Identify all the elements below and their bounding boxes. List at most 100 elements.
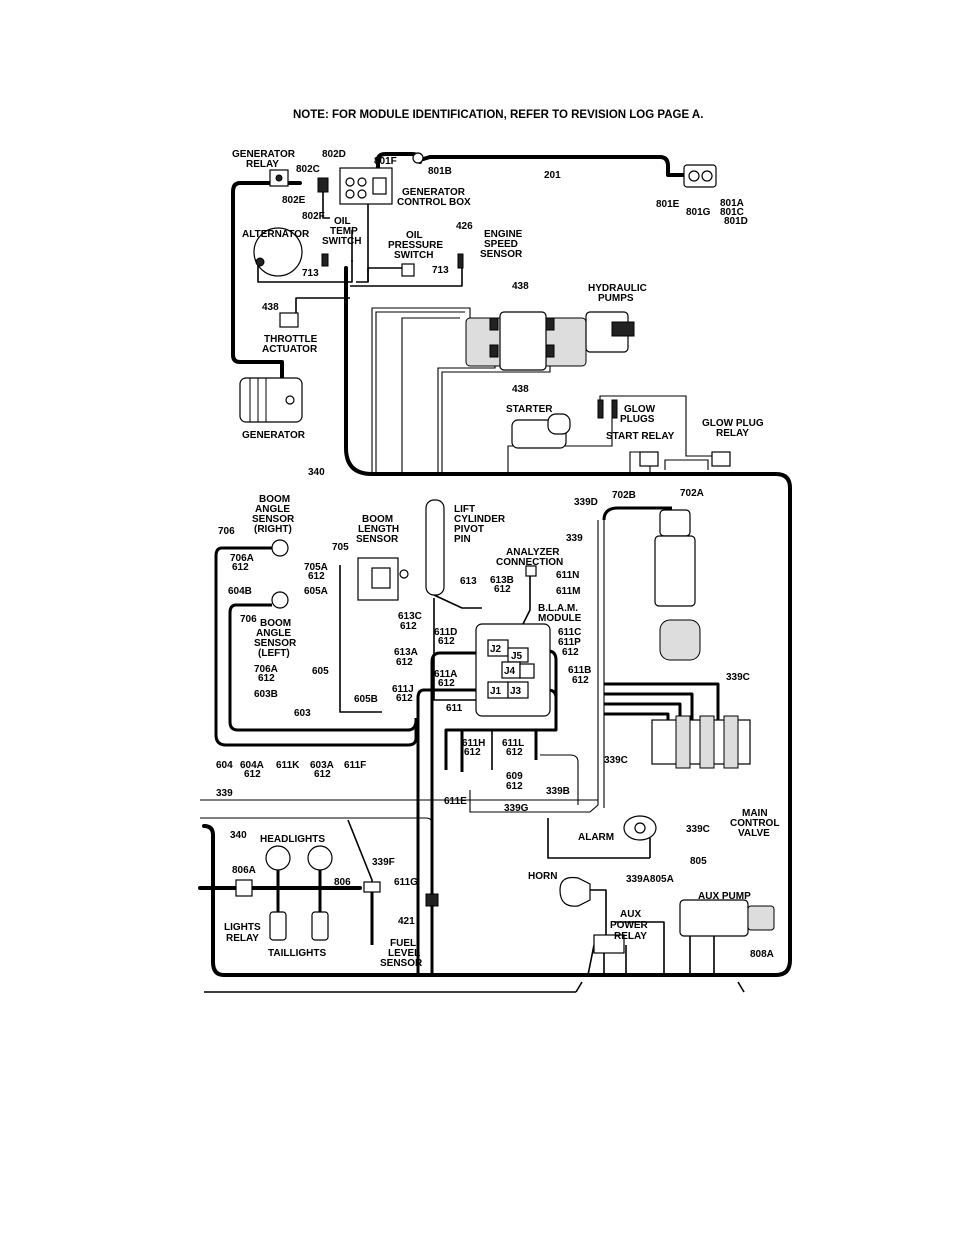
label-802d: 802D bbox=[322, 149, 346, 160]
label-glow-relay-1: GLOW PLUG bbox=[702, 418, 764, 429]
label-612-j: 612 bbox=[438, 678, 455, 689]
lights-relay-shape bbox=[235, 879, 253, 897]
label-806: 806 bbox=[334, 877, 351, 888]
label-boom-angle-right-4: (RIGHT) bbox=[254, 524, 292, 535]
harness-generator-feed bbox=[231, 181, 302, 392]
label-612-a: 612 bbox=[232, 562, 249, 573]
label-706A: 706A bbox=[230, 553, 254, 564]
label-611p: 611P bbox=[558, 637, 581, 648]
label-engine-speed-3: SENSOR bbox=[480, 249, 523, 260]
label-blam-1: B.L.A.M. bbox=[538, 603, 578, 614]
label-801g: 801G bbox=[686, 207, 711, 218]
label-headlights: HEADLIGHTS bbox=[260, 834, 325, 845]
connector-421 bbox=[425, 893, 439, 907]
boom-length-sensor-inner bbox=[371, 567, 391, 589]
label-612-g: 612 bbox=[396, 657, 413, 668]
label-603a: 603A bbox=[310, 760, 334, 771]
label-339-a: 339 bbox=[566, 533, 583, 544]
label-801f: 801F bbox=[374, 156, 397, 167]
label-start-relay: START RELAY bbox=[606, 431, 675, 442]
label-j4: J4 bbox=[504, 666, 516, 677]
label-438-a: 438 bbox=[512, 281, 529, 292]
label-612-f: 612 bbox=[562, 647, 579, 658]
engine-speed-sensor-shape bbox=[457, 253, 464, 269]
label-612-c: 612 bbox=[494, 584, 511, 595]
label-boom-angle-left-4: (LEFT) bbox=[258, 648, 290, 659]
label-801c: 801C bbox=[720, 207, 744, 218]
label-340-a: 340 bbox=[308, 467, 325, 478]
control-box-socket-c bbox=[345, 189, 355, 199]
label-main-valve-3: VALVE bbox=[738, 828, 770, 839]
label-808a: 808A bbox=[750, 949, 774, 960]
label-611a: 611A bbox=[434, 669, 457, 680]
aux-power-relay-shape bbox=[593, 934, 625, 954]
label-705: 705 bbox=[332, 542, 349, 553]
label-analyzer-1: ANALYZER bbox=[506, 547, 560, 558]
label-611g: 611G bbox=[394, 877, 418, 888]
label-806a: 806A bbox=[232, 865, 256, 876]
label-j1: J1 bbox=[490, 686, 502, 697]
actuator-702a-body bbox=[654, 535, 696, 607]
label-706-b: 706 bbox=[240, 614, 257, 625]
label-612-o: 612 bbox=[314, 769, 331, 780]
frame-bottom-tick2 bbox=[737, 981, 745, 993]
label-339g: 339G bbox=[504, 803, 529, 814]
label-339d: 339D bbox=[574, 497, 598, 508]
taillight-right-shape bbox=[311, 911, 329, 941]
glow-plug-1 bbox=[597, 399, 604, 419]
label-612-i: 612 bbox=[572, 675, 589, 686]
connector-801-pin-a bbox=[688, 170, 700, 182]
alternator-terminal bbox=[255, 257, 265, 267]
blam-indicator bbox=[519, 663, 535, 679]
label-boom-length-1: BOOM bbox=[362, 514, 393, 525]
label-612-e: 612 bbox=[438, 636, 455, 647]
label-oil-temp-3: SWITCH bbox=[322, 236, 361, 247]
label-611m: 611M bbox=[556, 586, 580, 597]
label-boom-angle-right-2: ANGLE bbox=[255, 504, 290, 515]
alarm-center bbox=[634, 822, 646, 834]
label-generator-control-box-1: GENERATOR bbox=[402, 187, 466, 198]
start-relay-shape bbox=[639, 451, 659, 467]
analyzer-connection-shape bbox=[525, 565, 537, 577]
pump-solenoid-2 bbox=[545, 317, 555, 331]
label-802e: 802E bbox=[282, 195, 306, 206]
boom-length-sensor-knob bbox=[399, 569, 409, 579]
label-426: 426 bbox=[456, 221, 473, 232]
boom-angle-sensor-right-shape bbox=[271, 539, 289, 557]
wire-339-horizontal-b bbox=[200, 817, 433, 825]
label-glow-plugs-1: GLOW bbox=[624, 404, 656, 415]
harness-blam-left bbox=[430, 651, 478, 975]
harness-boom-angle bbox=[214, 546, 418, 747]
label-boom-angle-right-1: BOOM bbox=[259, 494, 290, 505]
label-boom-length-3: SENSOR bbox=[356, 534, 399, 545]
label-802f: 802F bbox=[302, 211, 325, 222]
pump-solenoid-3 bbox=[489, 344, 499, 358]
label-boom-angle-left-2: ANGLE bbox=[256, 628, 291, 639]
harness-boom-left bbox=[228, 603, 418, 732]
label-hydraulic-pumps-1: HYDRAULIC bbox=[588, 283, 647, 294]
label-605a: 605A bbox=[304, 586, 328, 597]
label-438-b: 438 bbox=[262, 302, 279, 313]
label-lift-cyl-3: PIVOT bbox=[454, 524, 484, 535]
label-612-d: 612 bbox=[400, 621, 417, 632]
label-611d: 611D bbox=[434, 627, 457, 638]
label-engine-speed-1: ENGINE bbox=[484, 229, 523, 240]
label-706A-2: 706A bbox=[254, 664, 278, 675]
generator-shape bbox=[239, 377, 303, 423]
label-611l: 611L bbox=[502, 738, 524, 749]
label-604: 604 bbox=[216, 760, 233, 771]
label-aux-power-1: AUX bbox=[620, 909, 641, 920]
label-605: 605 bbox=[312, 666, 329, 677]
boom-angle-sensor-left-shape bbox=[271, 591, 289, 609]
valve-coil-1 bbox=[675, 715, 691, 769]
wire-438-pumps-e bbox=[441, 362, 551, 474]
oil-pressure-switch-shape bbox=[401, 263, 415, 277]
label-613: 613 bbox=[460, 576, 477, 587]
label-aux-power-3: RELAY bbox=[614, 931, 647, 942]
label-lights-relay-2: RELAY bbox=[226, 933, 259, 944]
label-hydraulic-pumps-2: PUMPS bbox=[598, 293, 634, 304]
label-611h: 611H bbox=[462, 738, 485, 749]
glow-plug-relay-shape bbox=[711, 451, 731, 467]
oil-temp-switch-shape bbox=[321, 253, 329, 267]
